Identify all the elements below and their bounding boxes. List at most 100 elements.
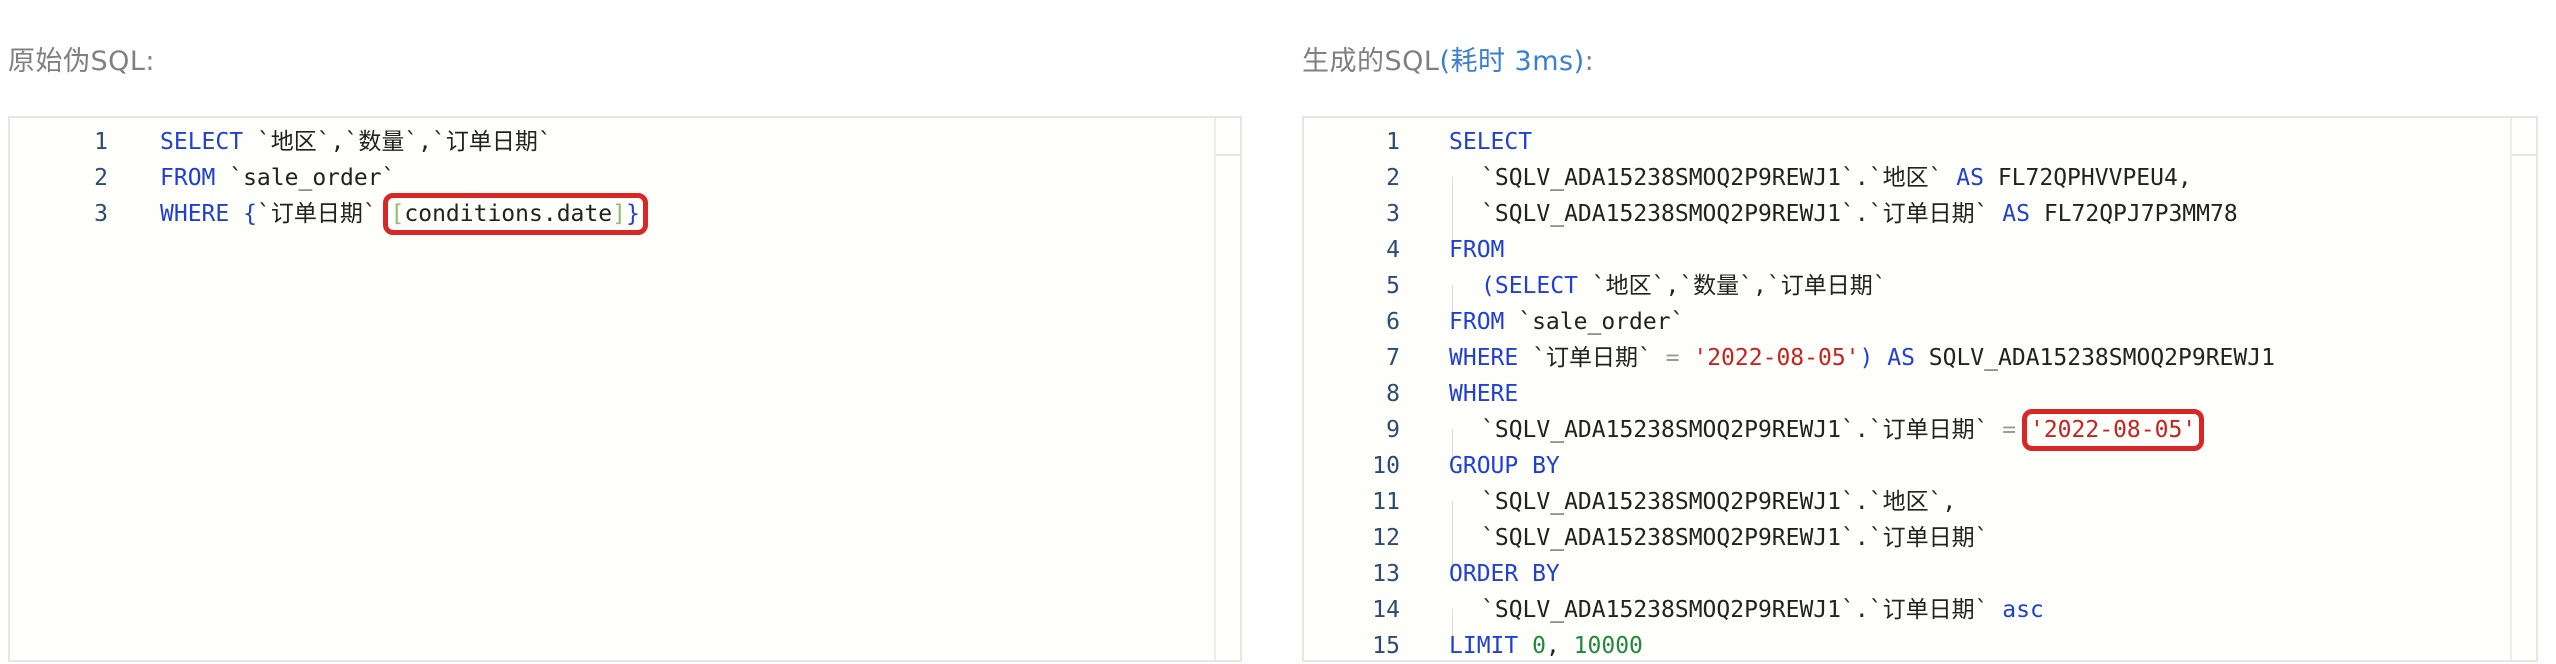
code-text: FROM `sale_order` <box>160 160 395 196</box>
line-number: 7 <box>1386 345 1400 371</box>
code-token: { <box>243 201 257 227</box>
code-token: `SQLV_ADA15238SMOQ2P9REWJ1`.`地区`, <box>1481 489 1957 515</box>
code-token: '2022-08-05' <box>2029 417 2197 443</box>
code-text: `SQLV_ADA15238SMOQ2P9REWJ1`.`地区`, <box>1449 484 1957 537</box>
line-number: 2 <box>1386 165 1400 191</box>
code-text: WHERE {`订单日期` [conditions.date]} <box>160 193 648 235</box>
code-text: ORDER BY <box>1449 556 1560 592</box>
code-token: asc <box>2002 597 2044 623</box>
code-text: WHERE <box>1449 376 1518 412</box>
code-token: `SQLV_ADA15238SMOQ2P9REWJ1`.`订单日期` <box>1481 417 2003 443</box>
code-line: 15 LIMIT 0, 10000 <box>1304 628 2510 664</box>
code-token: `SQLV_ADA15238SMOQ2P9REWJ1`.`订单日期` <box>1481 525 1989 551</box>
line-number: 1 <box>1386 129 1400 155</box>
line-number: 3 <box>1386 201 1400 227</box>
code-token: SELECT <box>160 129 244 155</box>
code-token: `sale_order` <box>215 165 396 191</box>
original-sql-title: 原始伪SQL: <box>8 38 155 86</box>
code-token: `订单日期` <box>256 201 391 227</box>
code-line: 2 `SQLV_ADA15238SMOQ2P9REWJ1`.`地区` AS FL7… <box>1304 160 2510 213</box>
code-token: `地区`,`数量`,`订单日期` <box>243 129 552 155</box>
code-token: = <box>1665 345 1680 371</box>
code-token: AS <box>2002 201 2030 227</box>
code-line: 1 SELECT <box>1304 124 2510 160</box>
code-token: `SQLV_ADA15238SMOQ2P9REWJ1`.`订单日期` <box>1481 597 2003 623</box>
code-token: 0 <box>1532 633 1546 659</box>
code-line: 14`SQLV_ADA15238SMOQ2P9REWJ1`.`订单日期` asc <box>1304 592 2510 645</box>
code-token: `SQLV_ADA15238SMOQ2P9REWJ1`.`地区` <box>1481 165 1957 191</box>
generated-sql-code[interactable]: 1 SELECT 2 `SQLV_ADA15238SMOQ2P9REWJ1`.`地区`… <box>1304 124 2510 664</box>
code-text: WHERE `订单日期` = '2022-08-05') AS SQLV_ADA… <box>1449 340 2275 376</box>
code-token: = <box>2002 417 2017 443</box>
line-number: 9 <box>1386 417 1400 443</box>
code-line: 6 FROM `sale_order` <box>1304 304 2510 340</box>
code-token <box>1680 345 1694 371</box>
code-token: WHERE <box>1449 381 1519 407</box>
code-token: SQLV_ADA15238SMOQ2P9REWJ1 <box>1914 345 2275 371</box>
code-line: 12 `SQLV_ADA15238SMOQ2P9REWJ1`.`订单日期` <box>1304 520 2510 573</box>
code-token: FROM <box>1449 237 1505 263</box>
line-number: 11 <box>1372 489 1400 515</box>
code-line: 2 FROM `sale_order` <box>10 160 1214 196</box>
line-number: 3 <box>94 201 108 227</box>
generated-sql-scrollbar-thumb[interactable] <box>2512 118 2536 156</box>
original-sql-scrollbar[interactable] <box>1214 118 1240 660</box>
generated-sql-title-text: 生成的SQL <box>1302 46 1440 77</box>
highlight-box: [conditions.date]} <box>382 193 648 235</box>
line-number: 2 <box>94 165 108 191</box>
code-line: 4 FROM <box>1304 232 2510 268</box>
code-text: (SELECT `地区`,`数量`,`订单日期` <box>1449 268 1887 321</box>
code-text: `SQLV_ADA15238SMOQ2P9REWJ1`.`订单日期` asc <box>1449 592 2044 645</box>
code-line: 11 `SQLV_ADA15238SMOQ2P9REWJ1`.`地区`, <box>1304 484 2510 537</box>
code-token: conditions.date <box>404 201 613 227</box>
original-sql-title-text: 原始伪SQL: <box>8 46 156 77</box>
code-token: 10000 <box>1573 633 1643 659</box>
code-text: FROM <box>1449 232 1504 268</box>
generated-sql-editor[interactable]: 1 SELECT 2 `SQLV_ADA15238SMOQ2P9REWJ1`.`地区`… <box>1302 116 2538 662</box>
line-number: 4 <box>1386 237 1400 263</box>
highlight-box: '2022-08-05' <box>2021 409 2205 451</box>
generated-sql-scrollbar[interactable] <box>2510 118 2536 660</box>
code-token: LIMIT <box>1449 633 1519 659</box>
generated-sql-title-suffix: : <box>1584 46 1595 77</box>
line-number: 15 <box>1372 633 1400 659</box>
code-line: 9 `SQLV_ADA15238SMOQ2P9REWJ1`.`订单日期` = '2… <box>1304 409 2510 465</box>
code-text: FROM `sale_order` <box>1449 304 1684 340</box>
code-token: `订单日期` <box>1518 345 1666 371</box>
code-token: GROUP BY <box>1449 453 1560 479</box>
code-token <box>2016 417 2030 443</box>
code-token: ] <box>612 201 626 227</box>
code-text: `SQLV_ADA15238SMOQ2P9REWJ1`.`订单日期` <box>1449 520 1989 573</box>
code-token: FL72QPHVVPEU4, <box>1983 165 2192 191</box>
code-token: `SQLV_ADA15238SMOQ2P9REWJ1`.`订单日期` <box>1481 201 2003 227</box>
original-sql-scrollbar-thumb[interactable] <box>1216 118 1240 156</box>
code-token: FROM <box>1449 309 1505 335</box>
code-token: [ <box>390 201 405 227</box>
code-text: `SQLV_ADA15238SMOQ2P9REWJ1`.`地区` AS FL72… <box>1449 160 2192 213</box>
code-token: FROM <box>160 165 216 191</box>
code-token: `sale_order` <box>1504 309 1685 335</box>
code-token: ) AS <box>1859 345 1915 371</box>
generated-sql-timing: (耗时 3ms) <box>1439 46 1585 77</box>
code-token: (SELECT <box>1481 273 1578 299</box>
generated-sql-title: 生成的SQL(耗时 3ms): <box>1302 38 1594 86</box>
line-number: 5 <box>1386 273 1400 299</box>
line-number: 6 <box>1386 309 1400 335</box>
code-token: WHERE <box>1449 345 1519 371</box>
code-token: ORDER BY <box>1449 561 1560 587</box>
code-line: 5 (SELECT `地区`,`数量`,`订单日期` <box>1304 268 2510 321</box>
code-text: GROUP BY <box>1449 448 1560 484</box>
code-token: '2022-08-05' <box>1693 345 1860 371</box>
code-text: SELECT <box>1449 124 1532 160</box>
code-token: , <box>1545 633 1574 659</box>
code-line: 3 WHERE {`订单日期` [conditions.date]} <box>10 193 1214 235</box>
code-text: SELECT `地区`,`数量`,`订单日期` <box>160 124 552 160</box>
code-token <box>229 201 243 227</box>
line-number: 12 <box>1372 525 1400 551</box>
